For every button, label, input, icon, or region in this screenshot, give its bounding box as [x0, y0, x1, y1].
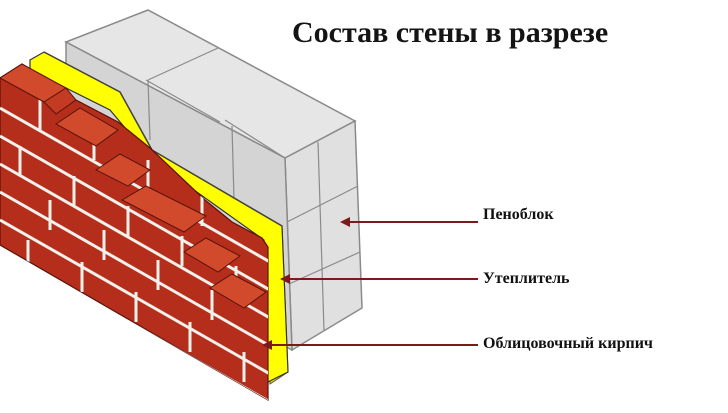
label-facing-brick: Облицовочный кирпич: [483, 335, 653, 352]
arrow-uteplitel-head: [280, 274, 290, 284]
foam-block-joint: [317, 141, 325, 331]
foam-block-joint: [145, 79, 221, 123]
brick-top: [120, 185, 207, 233]
foam-block-joint: [147, 79, 151, 141]
arrow-kirpich-head: [262, 340, 272, 350]
brick-top: [55, 107, 119, 147]
callout-arrows: [262, 217, 478, 350]
diagram-title: Состав стены в разрезе: [292, 16, 609, 49]
brick-layer: [0, 63, 269, 402]
arrow-penoblok-head: [340, 217, 350, 227]
brick-top: [43, 87, 77, 115]
foam-block-joint: [286, 185, 359, 223]
brick-top: [209, 273, 267, 309]
label-insulation: Утеплитель: [483, 270, 570, 287]
label-foam-block: Пеноблок: [483, 206, 554, 223]
foam-block-joint: [147, 47, 219, 81]
insulation-edge: [43, 51, 283, 227]
foam-block-joint: [224, 119, 286, 159]
brick-top: [95, 153, 151, 187]
foam-block-joint: [231, 125, 235, 201]
brick-top: [183, 237, 241, 273]
